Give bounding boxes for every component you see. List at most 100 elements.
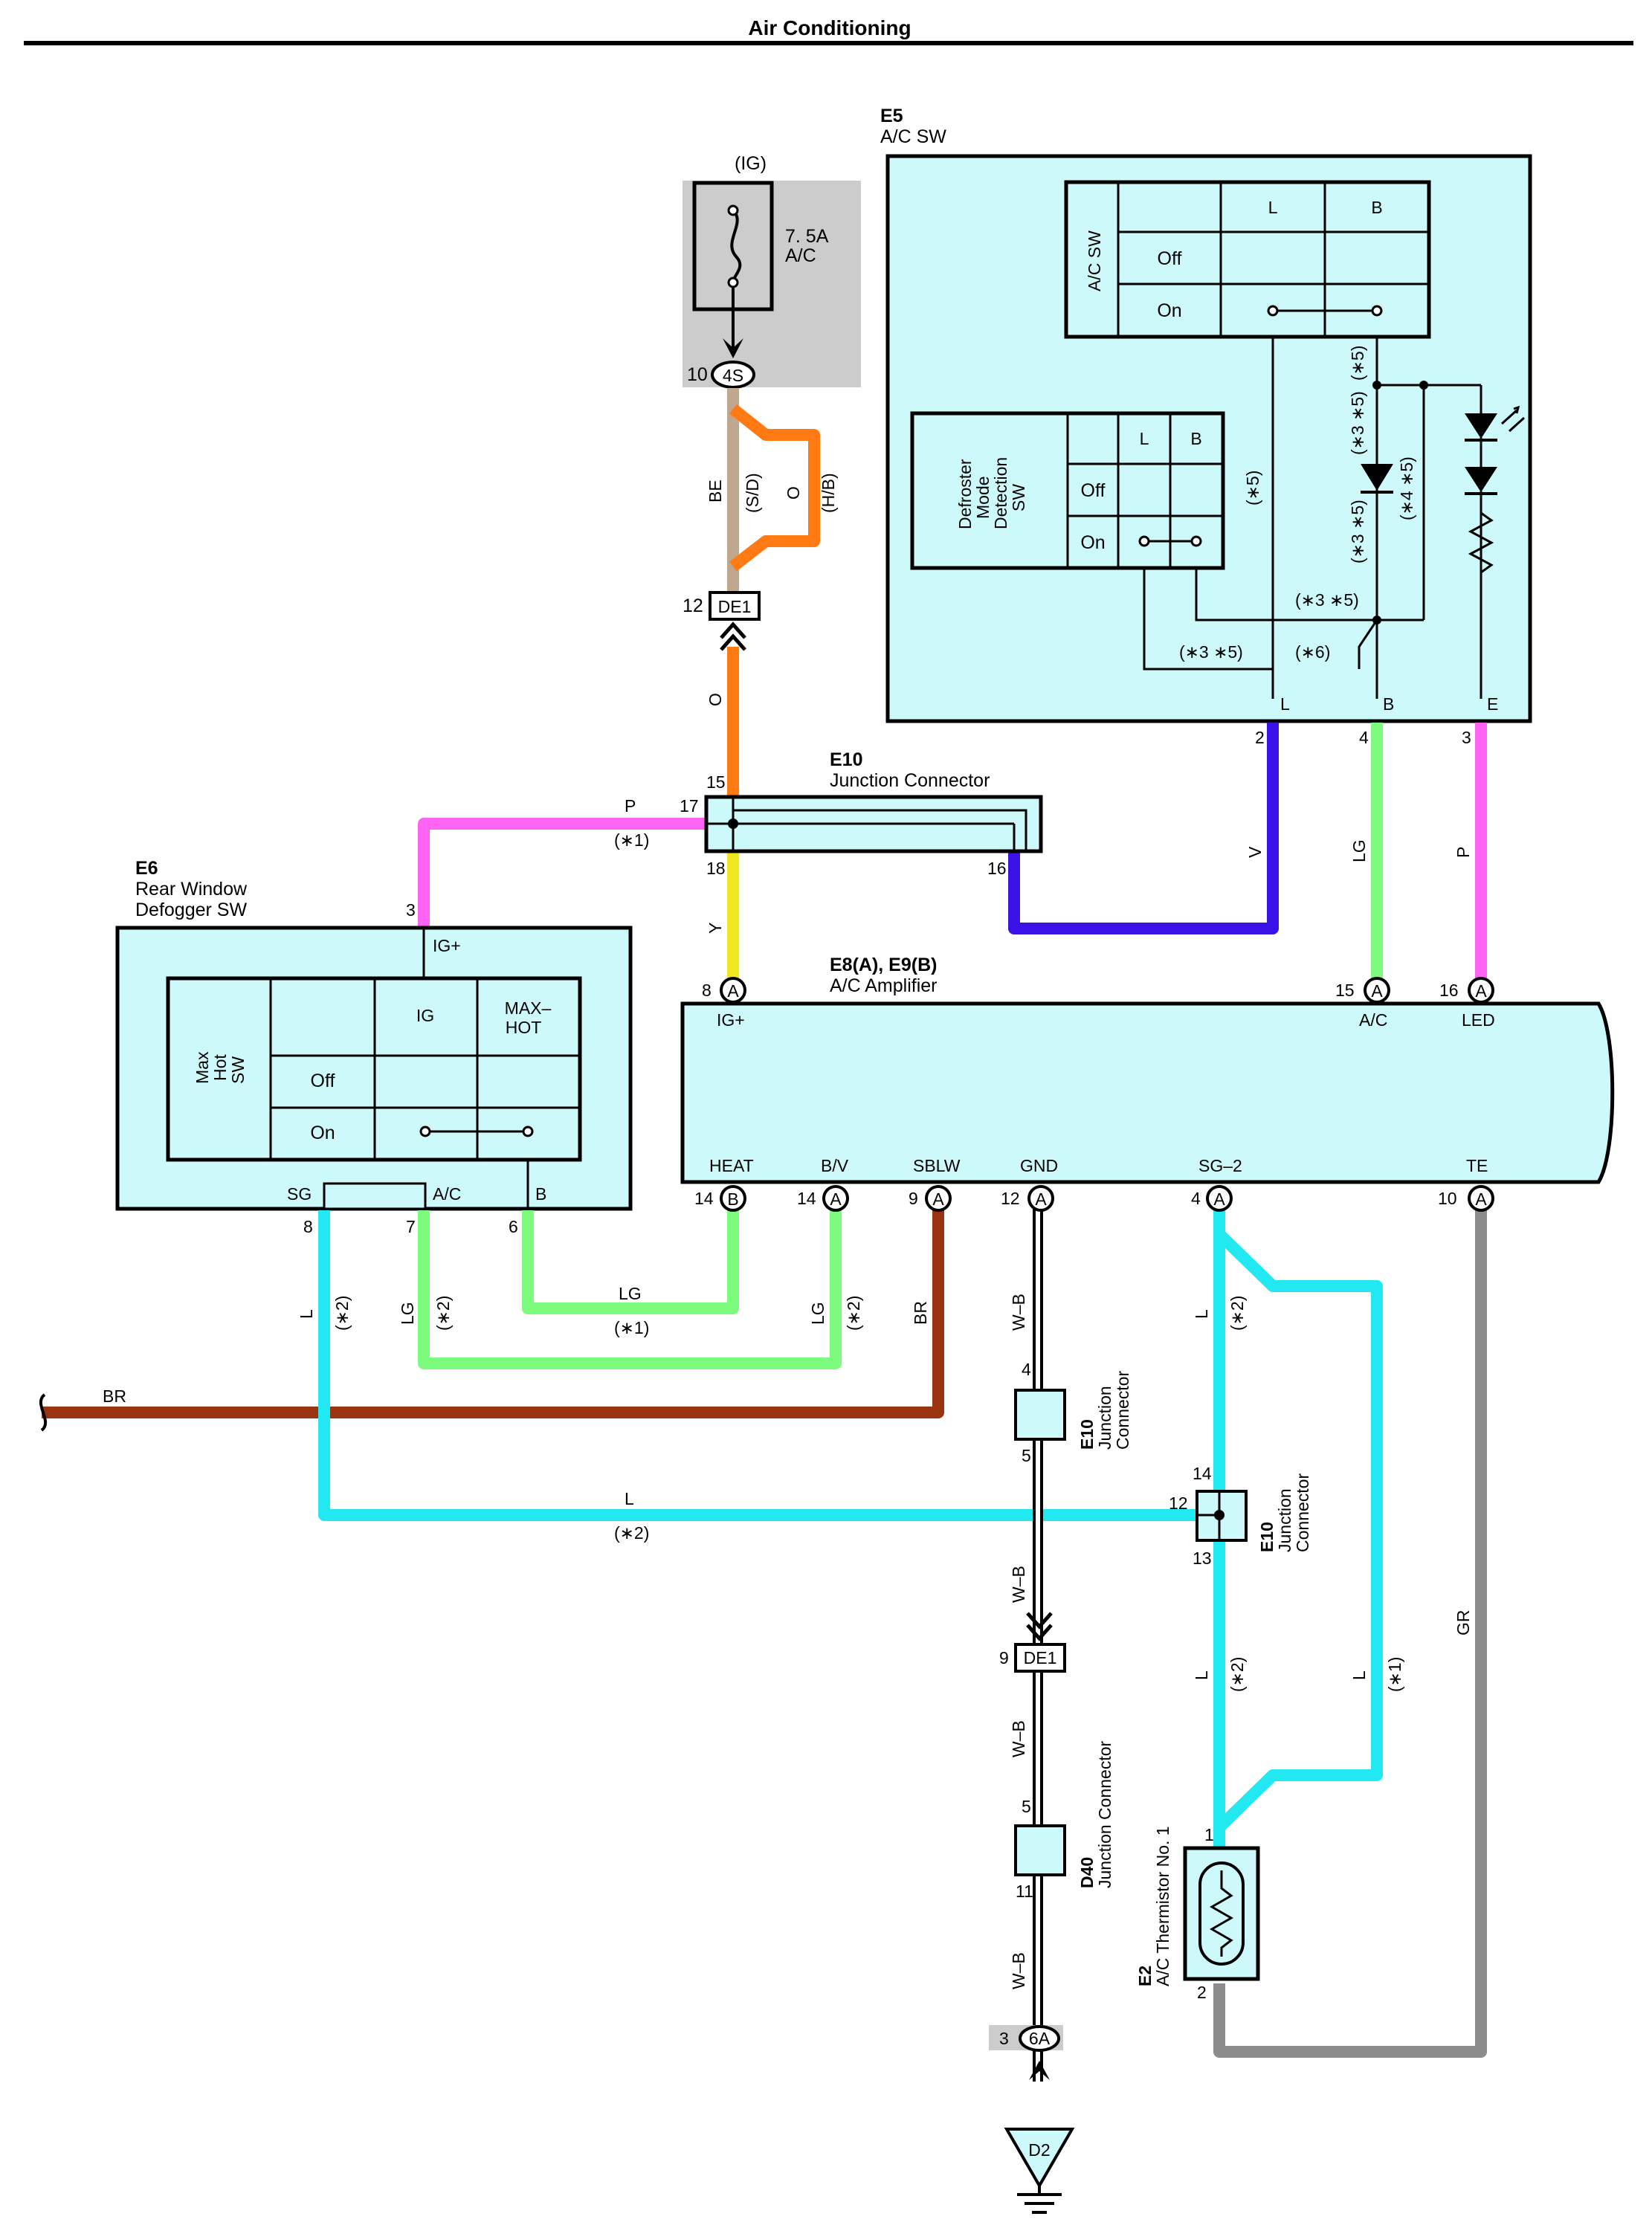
wire-gr	[1213, 1198, 1487, 2058]
wire-l-outer	[1215, 1230, 1383, 1832]
e2-pin-top: 1	[1204, 1825, 1214, 1844]
e5-term-l: L	[1280, 694, 1290, 714]
wire-v-label: V	[1245, 846, 1265, 858]
amp-pin-conn: A	[1213, 1189, 1225, 1209]
wire-l-label: L	[1192, 1670, 1211, 1680]
e5-row-off: Off	[1158, 248, 1182, 269]
amp-name: A/C Amplifier	[830, 975, 937, 996]
d40-box	[1014, 1824, 1066, 1876]
e6-term-sg: SG	[287, 1184, 312, 1204]
amp-pin-conn: A	[1475, 981, 1487, 1001]
diode-icon	[1361, 464, 1393, 491]
wire-p-label: P	[625, 796, 636, 816]
amp-term: A/C	[1359, 1010, 1387, 1030]
e5-note: (∗4 ∗5)	[1397, 456, 1416, 520]
d40-name: Junction Connector	[1095, 1740, 1114, 1888]
e6-on-node	[419, 1126, 431, 1137]
e5-col-b: B	[1371, 198, 1382, 217]
amp-pin: 12	[1001, 1189, 1020, 1208]
e6-side-1: Max	[193, 1051, 212, 1084]
de1-low-chevron-icon	[1026, 1612, 1053, 1641]
e5-def-col-l: L	[1140, 429, 1149, 448]
e10-gnd-name-2: Connector	[1113, 1371, 1132, 1450]
ground-pin: 3	[999, 2029, 1009, 2048]
e6-pin-8: 8	[303, 1217, 313, 1236]
e6-code: E6	[135, 858, 158, 879]
e5-note: (∗3 ∗5)	[1348, 500, 1367, 564]
e10-l-code: E10	[1257, 1522, 1277, 1552]
wire-l-note: (∗2)	[332, 1296, 352, 1331]
de1-low-box	[1014, 1643, 1066, 1673]
thermistor-resistor-icon	[1209, 1870, 1234, 1957]
e10-l-name-2: Connector	[1293, 1473, 1312, 1552]
wire-lg-label: LG	[619, 1284, 642, 1303]
wire-o-lower-label: O	[706, 693, 725, 706]
e6-pin-7: 7	[406, 1217, 416, 1236]
e6-side-3: SW	[228, 1056, 248, 1084]
wire-lg-label: LG	[398, 1302, 417, 1325]
amp-pin: 8	[702, 981, 712, 1000]
wire-l-sg	[318, 1210, 1198, 1521]
amp-pin-conn: A	[1475, 1189, 1487, 1209]
amp-term: TE	[1466, 1156, 1488, 1175]
e10-pin-18: 18	[706, 859, 726, 878]
ground-label: D2	[1028, 2140, 1050, 2160]
resistor-icon	[1468, 511, 1494, 574]
e5-row-on: On	[1157, 300, 1181, 321]
wire-wb-label: W–B	[1009, 1294, 1028, 1331]
amp-box	[680, 1001, 1615, 1184]
wire-lg-note: (∗2)	[844, 1296, 863, 1331]
e5-def-name-2: Mode	[973, 476, 993, 519]
wire-lg-note: (∗2)	[433, 1296, 453, 1331]
fuse-terminal-bottom	[727, 277, 739, 288]
amp-pin-badge	[720, 1185, 746, 1212]
wire-hb-label: (H/B)	[819, 473, 838, 513]
fuse-connector-badge	[711, 361, 755, 389]
e6-pin-6: 6	[509, 1217, 518, 1236]
amp-term: SBLW	[913, 1156, 961, 1175]
e5-acsw-table	[1064, 180, 1431, 339]
e6-col-ig: IG	[416, 1006, 434, 1025]
ground-triangle-icon	[1004, 2128, 1075, 2189]
amp-term: B/V	[821, 1156, 849, 1175]
wire-p-e6	[418, 818, 706, 926]
e10-mid-code: E10	[830, 749, 862, 770]
d40-pin-top: 5	[1022, 1797, 1031, 1816]
e5-def-row-off: Off	[1081, 480, 1106, 501]
e5-note: (∗3 ∗5)	[1348, 391, 1367, 455]
amp-pin-badge	[720, 977, 746, 1004]
amp-pin-conn: A	[1371, 981, 1383, 1001]
wire-y-label: Y	[706, 923, 725, 934]
wire-p-note: (∗1)	[614, 830, 649, 850]
wire-br-long-label: BR	[103, 1386, 126, 1406]
wire-wb-label: W–B	[1009, 1720, 1028, 1757]
e5-name: A/C SW	[880, 126, 946, 147]
e5-pin-2: 2	[1255, 728, 1265, 747]
amp-pin-badge	[1468, 977, 1494, 1004]
wire-sd-label: (S/D)	[743, 473, 762, 513]
e5-note: (∗5)	[1348, 346, 1367, 381]
e10-mid-name: Junction Connector	[830, 770, 990, 791]
e10-l-pin-top: 14	[1193, 1464, 1212, 1483]
wire-lg-label: LG	[808, 1302, 827, 1325]
amp-term: LED	[1462, 1010, 1495, 1030]
wire-l-horiz-note: (∗2)	[614, 1523, 649, 1543]
led-icon	[1465, 467, 1497, 492]
amp-pin: 9	[909, 1189, 918, 1208]
e10-gnd-pin-bottom: 5	[1022, 1446, 1031, 1465]
amp-pin: 16	[1439, 981, 1459, 1000]
led-light-arrows-icon	[1500, 405, 1526, 433]
e6-col-max: MAX–	[505, 998, 552, 1018]
amp-pin-badge	[1364, 977, 1390, 1004]
de1-low-label: DE1	[1024, 1648, 1057, 1667]
e5-note: (∗6)	[1295, 642, 1330, 662]
e6-row-on: On	[310, 1123, 335, 1143]
e10-l-name-1: Junction	[1275, 1488, 1294, 1552]
amp-pin-badge	[1027, 1185, 1054, 1212]
e10-pin-17: 17	[680, 796, 699, 816]
thermistor-body-icon	[1198, 1861, 1245, 1966]
e5-line-b-branch	[1358, 619, 1378, 669]
e2-code: E2	[1135, 1966, 1155, 1986]
e6-name-2: Defogger SW	[135, 900, 247, 920]
